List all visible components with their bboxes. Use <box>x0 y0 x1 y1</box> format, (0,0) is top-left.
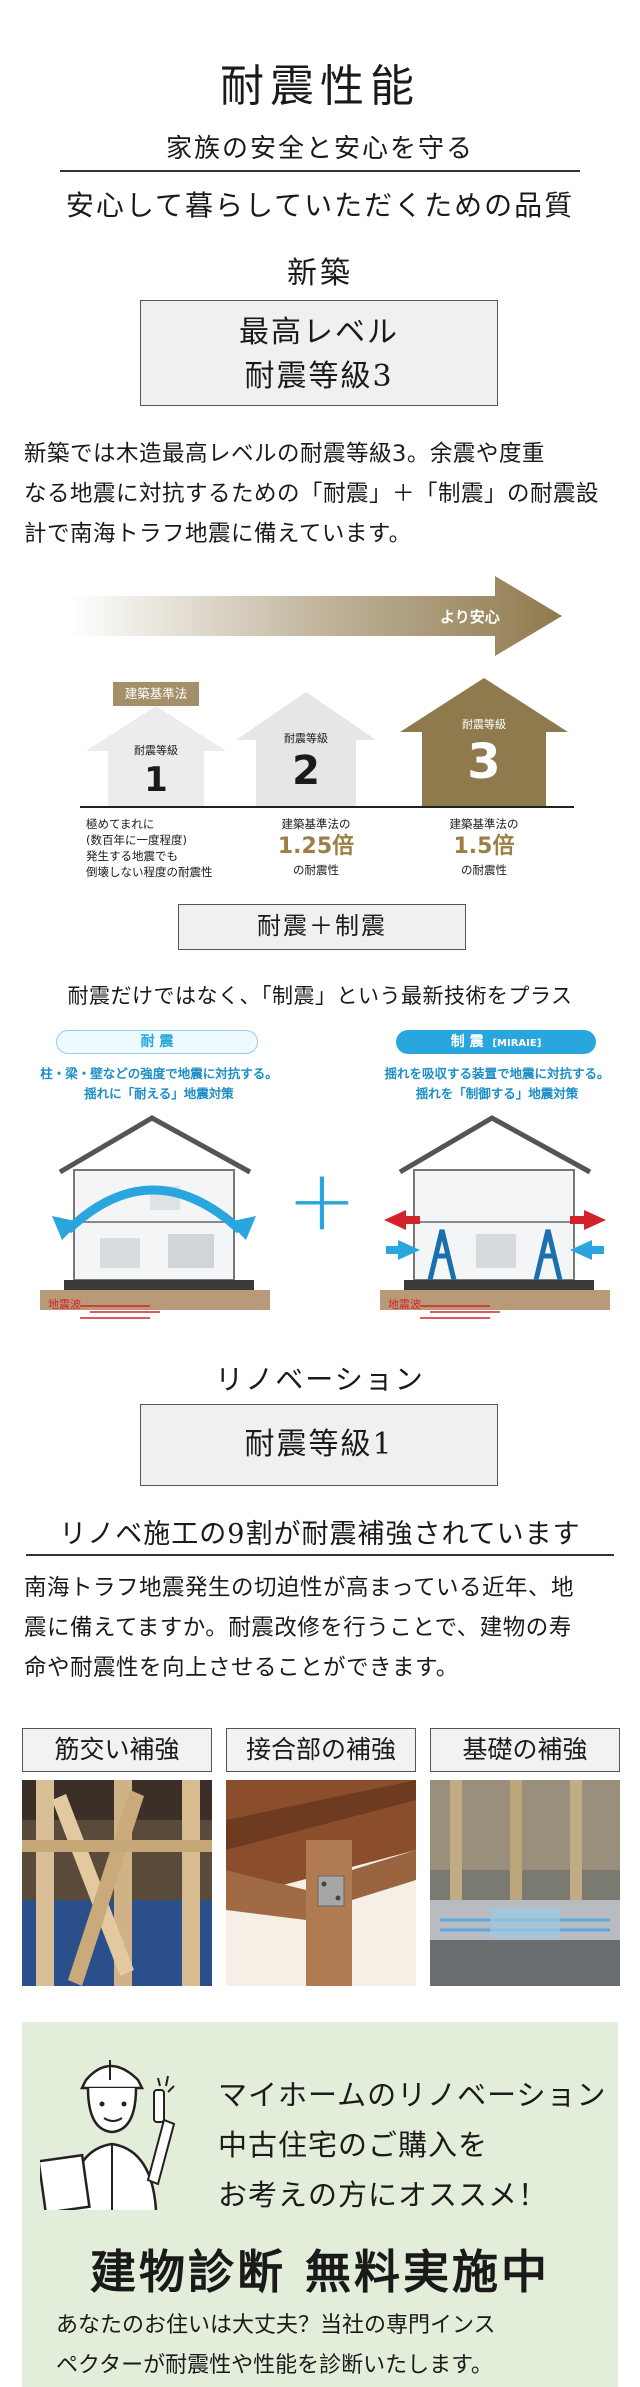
title-divider <box>60 170 580 172</box>
grade2-multiplier: 1.25倍 <box>277 834 355 859</box>
renovation-label: リノベーション <box>215 1363 425 1396</box>
grade2-note-prefix: 建築基準法の <box>281 817 351 831</box>
renovation-text-line: 震に備えてますか。耐震改修を行うことで、建物の寿 <box>24 1615 572 1641</box>
grade1-number: 1 <box>144 760 168 800</box>
grade3-label: 耐震等級 <box>462 718 506 731</box>
grade3-box: 最高レベル 耐震等級3 <box>140 300 498 406</box>
joint-card-label: 接合部の補強 <box>226 1728 416 1772</box>
grade1-note-line: 倒壊しない程度の耐震性 <box>86 865 213 879</box>
seishin-desc-line1: 揺れを吸収する装置で地震に対抗する。 <box>384 1066 610 1081</box>
inspector-illustration <box>40 2060 176 2210</box>
grade3-note-suffix: の耐震性 <box>461 863 507 877</box>
grade3-house-icon <box>400 678 568 806</box>
promo-line: マイホームのリノベーション <box>218 2078 607 2112</box>
grade3-box-line1: 最高レベル <box>239 315 399 350</box>
grade1-note-line: 発生する地震でも <box>86 849 178 863</box>
promo-line: お考えの方にオススメ！ <box>218 2178 549 2212</box>
grade3-multiplier: 1.5倍 <box>453 834 515 859</box>
promo-line: 中古住宅のご購入を <box>218 2128 489 2162</box>
taishin-pill: 耐 震 <box>56 1030 258 1054</box>
renovation-headline-underline <box>26 1554 614 1556</box>
new-build-text-line: なる地震に対抗するための「耐震」＋「制震」の耐震設 <box>24 481 600 507</box>
tagline: 安心して暮らしていただくための品質 <box>65 189 575 222</box>
grade2-note: 建築基準法の 1.25倍 の耐震性 <box>256 816 376 878</box>
seishin-pill-sub: [MIRAIE] <box>492 1038 542 1049</box>
seishin-desc: 揺れを吸収する装置で地震に対抗する。 揺れを「制御する」地震対策 <box>352 1064 640 1104</box>
taishin-house-illustration <box>40 1110 270 1320</box>
promo-headline: 建物診断 無料実施中 <box>89 2245 550 2299</box>
foundation-photo <box>430 1780 620 1986</box>
more-secure-label: より安心 <box>440 608 500 626</box>
seishin-pill-label: 制 震 <box>450 1034 484 1050</box>
joint-photo <box>226 1780 416 1986</box>
promo-lines: マイホームのリノベーション 中古住宅のご購入を お考えの方にオススメ！ <box>218 2070 618 2220</box>
new-build-text-line: 新築では木造最高レベルの耐震等級3。余震や度重 <box>24 441 545 467</box>
grade1-box: 耐震等級1 <box>140 1404 498 1486</box>
seishin-pill: 制 震 [MIRAIE] <box>396 1030 596 1054</box>
new-build-description: 新築では木造最高レベルの耐震等級3。余震や度重 なる地震に対抗するための「耐震」… <box>24 434 624 554</box>
page-title: 耐震性能 <box>220 61 420 112</box>
grade1-note-line: 極めてまれに <box>86 817 155 831</box>
foundation-card-label: 基礎の補強 <box>430 1728 620 1772</box>
promo-body-line: あなたのお住いは大丈夫？当社の専門インス <box>56 2313 496 2338</box>
renovation-text-line: 南海トラフ地震発生の切迫性が高まっている近年、地 <box>24 1575 574 1601</box>
more-secure-arrow <box>70 576 562 656</box>
combo-box: 耐震＋制震 <box>178 904 466 950</box>
grade2-house-icon <box>236 692 376 806</box>
new-build-text-line: 計で南海トラフ地震に備えています。 <box>24 521 412 547</box>
grade3-box-line2: 耐震等級3 <box>244 359 394 394</box>
grade3-note: 建築基準法の 1.5倍 の耐震性 <box>424 816 544 878</box>
page-subtitle: 家族の安全と安心を守る <box>165 134 474 164</box>
seishin-desc-line2: 揺れを「制御する」地震対策 <box>415 1086 579 1101</box>
grade2-label: 耐震等級 <box>284 732 328 745</box>
grade1-note-line: (数百年に一度程度) <box>86 833 187 847</box>
seishin-wave-label: 地震波 <box>388 1298 421 1311</box>
grade2-note-suffix: の耐震性 <box>293 863 339 877</box>
renovation-description: 南海トラフ地震発生の切迫性が高まっている近年、地 震に備えてますか。耐震改修を行… <box>24 1568 624 1688</box>
taishin-desc-line2: 揺れに「耐える」地震対策 <box>84 1086 234 1101</box>
grades-baseline <box>80 806 574 808</box>
new-build-label: 新築 <box>287 256 353 291</box>
taishin-desc: 柱・梁・壁などの強度で地震に対抗する。 揺れに「耐える」地震対策 <box>14 1064 304 1104</box>
grade3-number: 3 <box>467 734 501 790</box>
grade1-label: 耐震等級 <box>134 744 178 757</box>
grade1-house-icon <box>86 706 226 806</box>
promo-body-line: ペクターが耐震性や性能を診断いたします。 <box>56 2353 493 2378</box>
brace-card-label: 筋交い補強 <box>22 1728 212 1772</box>
plus-sign: + <box>286 1151 358 1249</box>
combo-caption: 耐震だけではなく、「制震」という最新技術をプラス <box>67 984 573 1008</box>
grade3-note-prefix: 建築基準法の <box>449 817 519 831</box>
grade2-number: 2 <box>292 748 320 794</box>
seishin-house-illustration <box>380 1110 610 1320</box>
taishin-wave-label: 地震波 <box>48 1298 81 1311</box>
taishin-desc-line1: 柱・梁・壁などの強度で地震に対抗する。 <box>40 1066 278 1081</box>
building-standard-tag: 建築基準法 <box>113 682 199 706</box>
promo-body: あなたのお住いは大丈夫？当社の専門インス ペクターが耐震性や性能を診断いたします… <box>56 2306 616 2386</box>
renovation-text-line: 命や耐震性を向上させることができます。 <box>24 1655 459 1681</box>
brace-photo <box>22 1780 212 1986</box>
renovation-headline: リノベ施工の9割が耐震補強されています <box>59 1519 581 1550</box>
grade1-note: 極めてまれに (数百年に一度程度) 発生する地震でも 倒壊しない程度の耐震性 <box>86 816 256 880</box>
